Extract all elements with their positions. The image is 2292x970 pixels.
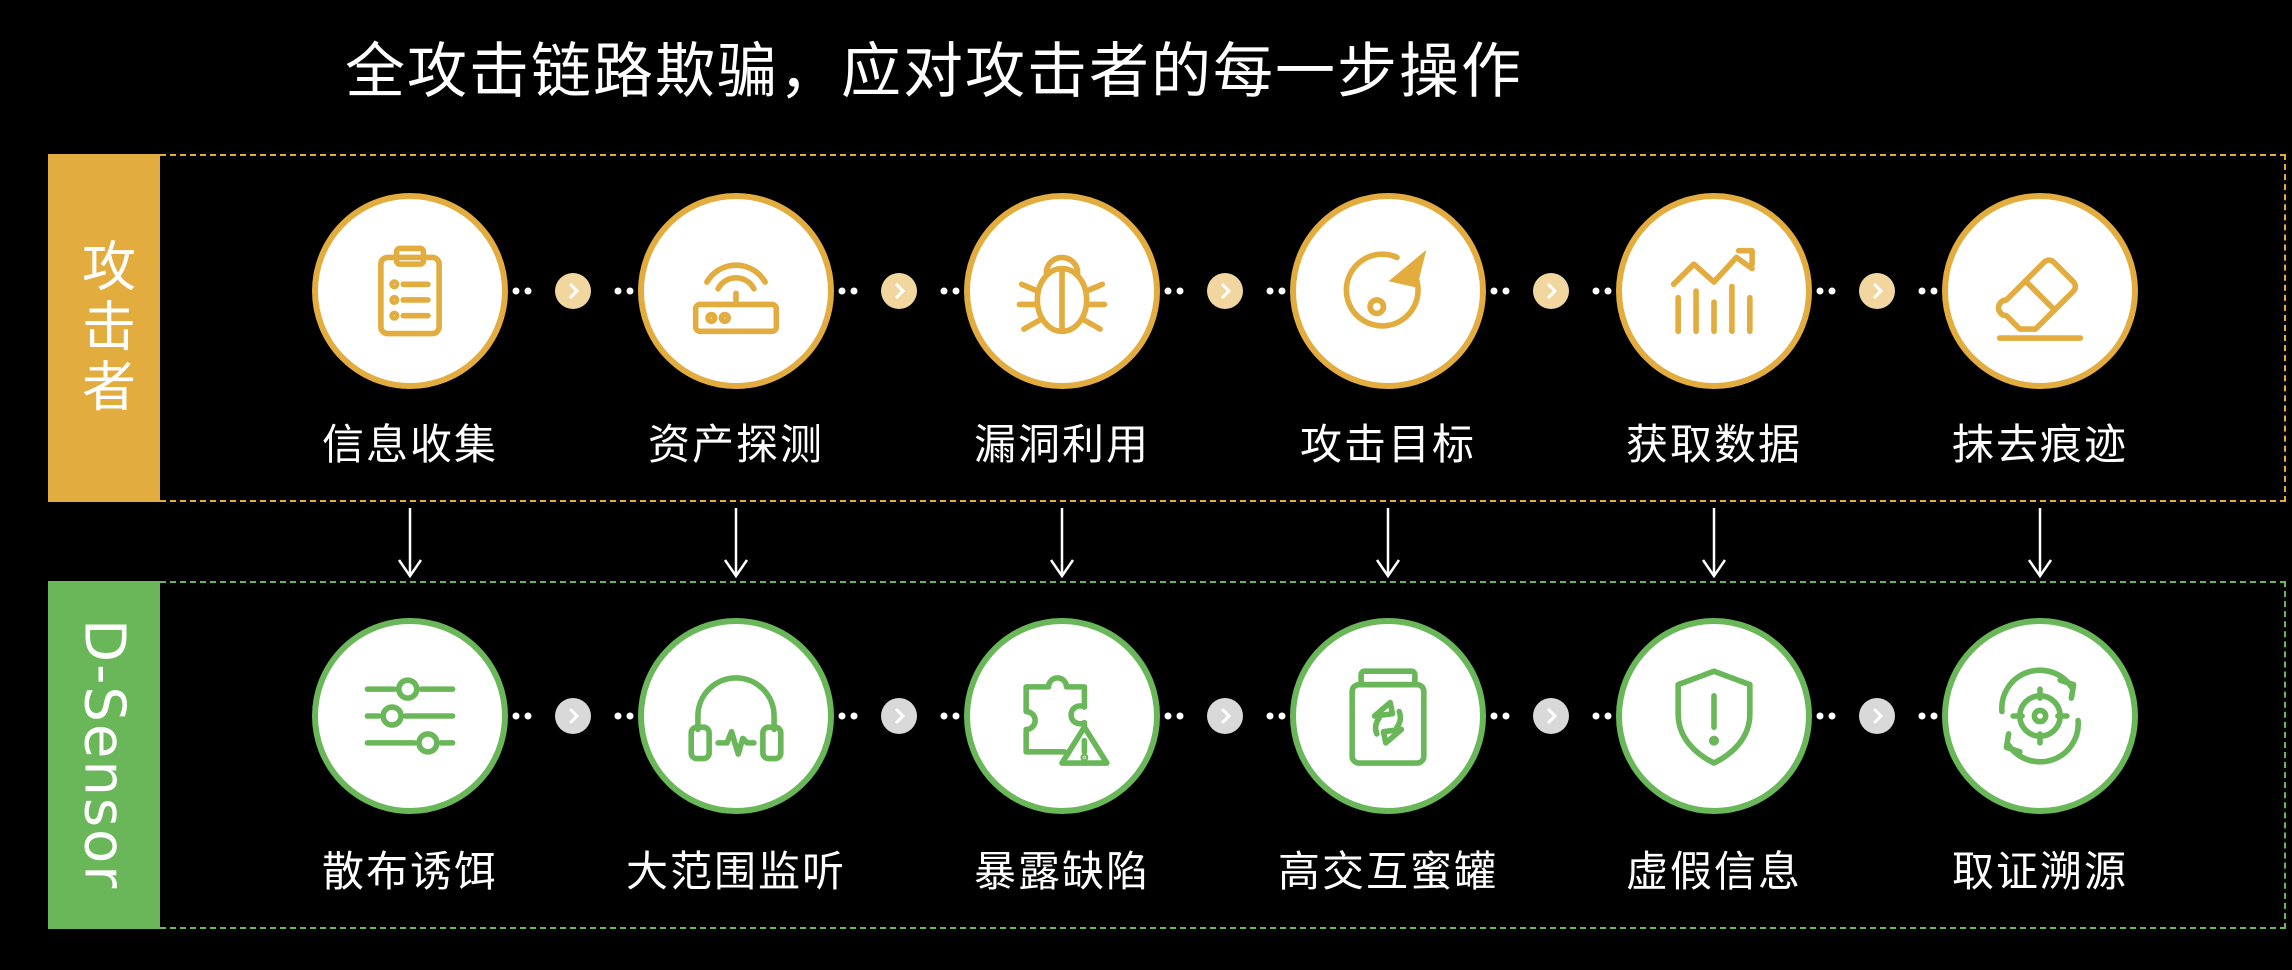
sliders-icon: [312, 618, 508, 814]
down-arrow-2: [723, 508, 749, 579]
shield-alert-icon: [1616, 618, 1812, 814]
headphones-icon: [638, 618, 834, 814]
down-arrow-5: [1701, 508, 1727, 579]
clipboard-icon: [312, 193, 508, 389]
sensor-step-6: 取证溯源: [1942, 618, 2138, 896]
sensor-step-4-label: 高交互蜜罐: [1277, 847, 1498, 896]
sensor-step-4: 高交互蜜罐: [1278, 618, 1496, 896]
sensor-label-text: D-Sensor: [71, 619, 137, 891]
sensor-frame: [160, 581, 2286, 929]
attacker-step-1: 信息收集: [312, 193, 508, 469]
sensor-connector-1: [512, 698, 634, 734]
sensor-step-1: 散布诱饵: [312, 618, 508, 896]
sensor-step-5-label: 虚假信息: [1625, 847, 1802, 896]
attacker-step-3: 漏洞利用: [964, 193, 1160, 469]
attacker-connector-2: [838, 273, 960, 309]
sensor-step-2: 大范围监听: [626, 618, 844, 896]
attacker-connector-3: [1164, 273, 1286, 309]
down-arrow-3: [1049, 508, 1075, 579]
attacker-step-4-label: 攻击目标: [1299, 420, 1476, 469]
attacker-connector-5: [1816, 273, 1938, 309]
attacker-step-3-label: 漏洞利用: [973, 420, 1150, 469]
sensor-step-3-label: 暴露缺陷: [973, 847, 1150, 896]
down-arrow-1: [397, 508, 423, 579]
down-arrow-6: [2027, 508, 2053, 579]
attacker-label-text: 攻击者: [72, 238, 136, 418]
eraser-icon: [1942, 193, 2138, 389]
sensor-step-3: 暴露缺陷: [964, 618, 1160, 896]
attacker-step-2-label: 资产探测: [647, 420, 824, 469]
attacker-connector-4: [1490, 273, 1612, 309]
target-icon: [1290, 193, 1486, 389]
trace-target-icon: [1942, 618, 2138, 814]
sensor-step-5: 虚假信息: [1616, 618, 1812, 896]
attacker-step-4: 攻击目标: [1290, 193, 1486, 469]
sensor-step-2-label: 大范围监听: [625, 847, 846, 896]
router-icon: [638, 193, 834, 389]
attacker-connector-1: [512, 273, 634, 309]
honeypot-jar-icon: [1290, 618, 1486, 814]
attacker-row-label: 攻击者: [48, 154, 160, 502]
chart-icon: [1616, 193, 1812, 389]
sensor-connector-4: [1490, 698, 1612, 734]
attacker-frame: [160, 154, 2286, 502]
sensor-connector-2: [838, 698, 960, 734]
attacker-step-5: 获取数据: [1616, 193, 1812, 469]
sensor-step-6-label: 取证溯源: [1951, 847, 2128, 896]
page-title: 全攻击链路欺骗，应对攻击者的每一步操作: [345, 37, 1523, 107]
attacker-step-1-label: 信息收集: [321, 420, 498, 469]
puzzle-warning-icon: [964, 618, 1160, 814]
bug-icon: [964, 193, 1160, 389]
attacker-step-2: 资产探测: [638, 193, 834, 469]
sensor-connector-3: [1164, 698, 1286, 734]
down-arrow-4: [1375, 508, 1401, 579]
sensor-row-label: D-Sensor: [48, 581, 160, 929]
attacker-step-5-label: 获取数据: [1625, 420, 1802, 469]
sensor-connector-5: [1816, 698, 1938, 734]
sensor-step-1-label: 散布诱饵: [321, 847, 498, 896]
attacker-step-6-label: 抹去痕迹: [1951, 420, 2128, 469]
attacker-step-6: 抹去痕迹: [1942, 193, 2138, 469]
